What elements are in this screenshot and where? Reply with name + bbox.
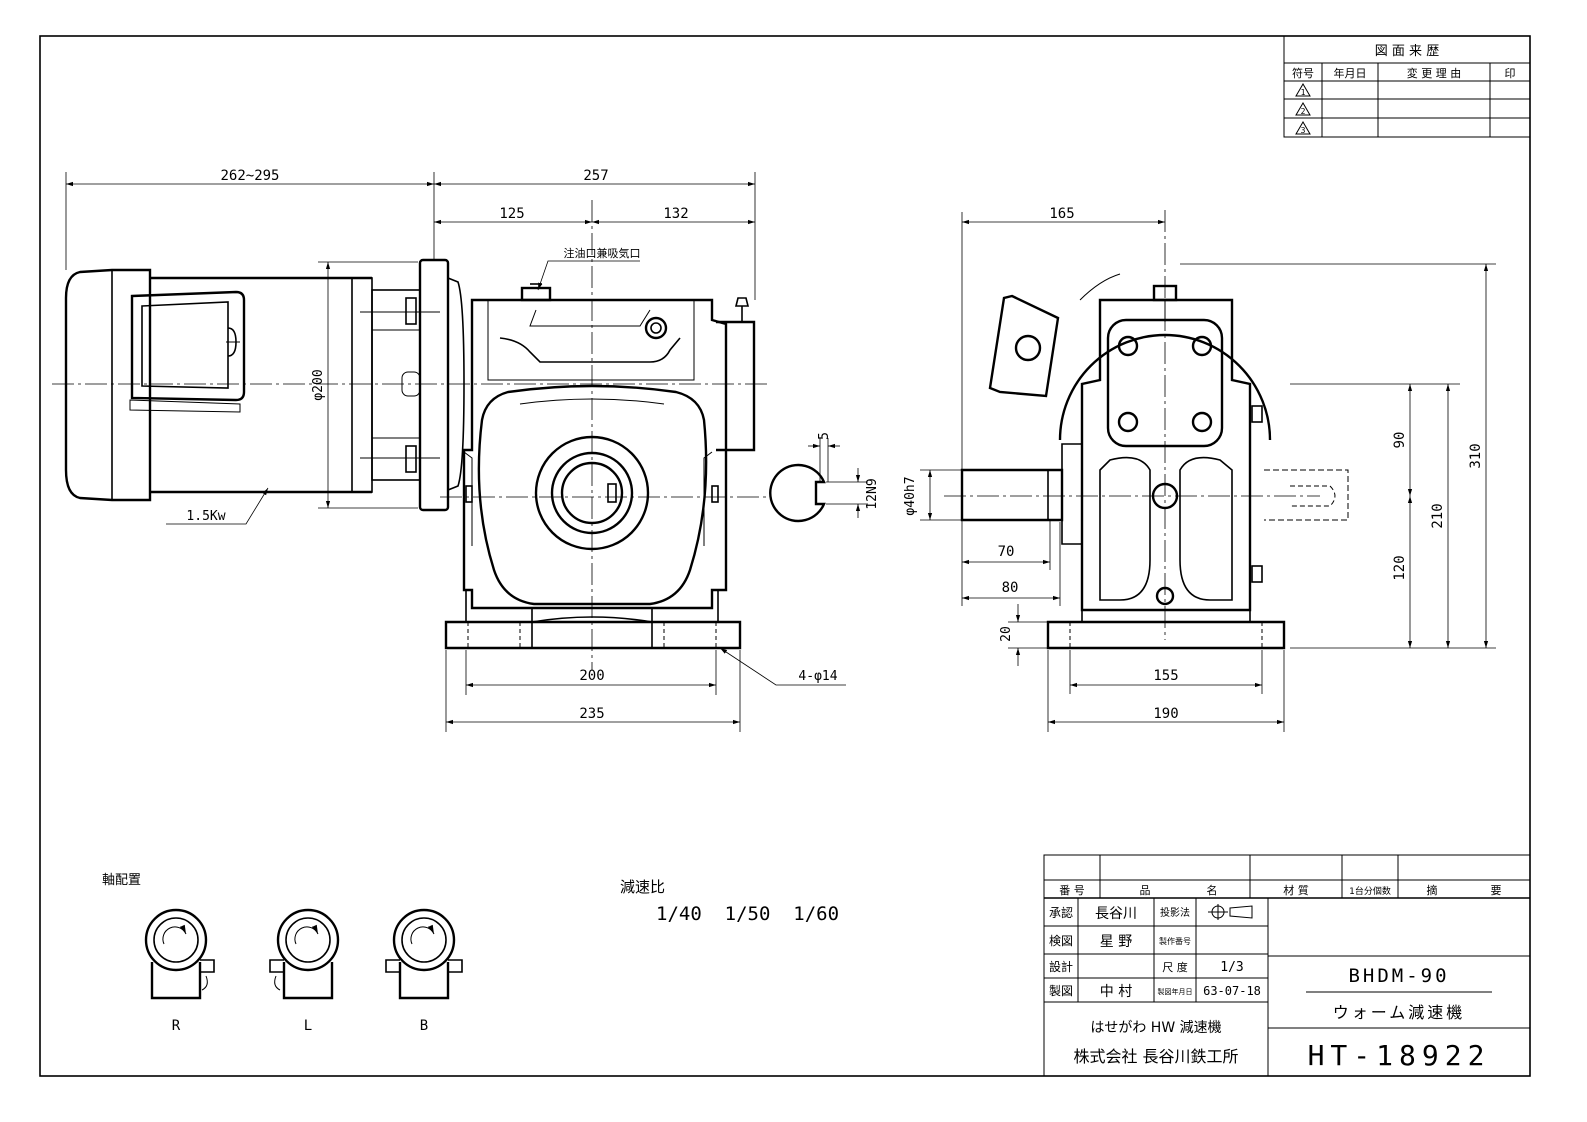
- motor: [64, 258, 465, 512]
- revision-mark: 2: [1295, 102, 1311, 116]
- dim-210: 210: [1430, 503, 1446, 528]
- side-view: 165 φ40h7 70 80 20 155 190 90 120 210 31…: [903, 206, 1496, 732]
- dim-keyway-width: 5: [817, 432, 832, 440]
- title-header: 品: [1140, 884, 1151, 897]
- dim-foot-outer: 235: [579, 706, 604, 722]
- title-header: 名: [1207, 883, 1218, 897]
- date-value: 63-07-18: [1203, 984, 1261, 998]
- title-header: 1台分個数: [1349, 885, 1391, 897]
- brand-name: はせがわ HW 減速機: [1090, 1019, 1221, 1036]
- dim-shaft-70: 70: [998, 544, 1015, 560]
- revision-header: 印: [1505, 67, 1516, 80]
- revision-mark: 1: [1295, 83, 1311, 97]
- shaft-arrangement-title: 軸配置: [102, 873, 141, 888]
- dim-overall-length: 257: [583, 168, 608, 184]
- reduction-title: 減速比: [620, 878, 665, 896]
- drawing-frame: [39, 35, 1531, 1077]
- arrangement-b: [385, 908, 463, 1000]
- date-label: 製図年月日: [1158, 987, 1193, 996]
- revision-header: 符号: [1292, 67, 1314, 80]
- shaft-arrangement: 軸配置 R L B: [102, 873, 463, 1034]
- reduction-ratio: 減速比 1/40 1/50 1/60: [620, 878, 839, 925]
- dim-shaft-80: 80: [1002, 580, 1019, 596]
- dim-shaft-diameter: φ40h7: [903, 476, 918, 515]
- revision-header: 変 更 理 由: [1407, 66, 1462, 80]
- title-header: 要: [1491, 884, 1502, 897]
- revision-mark: 3: [1295, 121, 1311, 135]
- serial-label: 製作番号: [1159, 936, 1191, 946]
- arrangement-label: L: [304, 1018, 312, 1034]
- svg-text:3: 3: [1301, 126, 1306, 135]
- gearbox: [444, 283, 756, 650]
- projection-label: 投影法: [1160, 906, 1190, 919]
- oil-port-label: 注油口兼吸気口: [564, 246, 641, 260]
- product-name: ウォーム減速機: [1333, 1003, 1466, 1022]
- revision-title: 図 面 来 歴: [1375, 44, 1439, 59]
- dim-motor-length: 262~295: [220, 168, 279, 184]
- motor-power-label: 1.5Kw: [186, 509, 225, 524]
- drawing-number: HT-18922: [1308, 1039, 1491, 1072]
- dim-holes: 4-φ14: [798, 669, 837, 684]
- keyway-detail: 5 12N9: [769, 432, 880, 523]
- dim-base-height: 20: [999, 626, 1014, 642]
- approved-name: 長谷川: [1095, 906, 1137, 922]
- arrangement-l: [269, 908, 340, 1000]
- checked-name: 星 野: [1100, 934, 1132, 950]
- arrangement-label: R: [172, 1018, 181, 1034]
- design-label: 設計: [1049, 959, 1073, 974]
- dim-120: 120: [1392, 555, 1408, 580]
- dim-side-width: 165: [1049, 206, 1074, 222]
- checked-label: 検図: [1049, 934, 1073, 948]
- dim-310: 310: [1468, 443, 1484, 468]
- title-header: 番 号: [1059, 884, 1085, 897]
- svg-text:1: 1: [1301, 88, 1306, 97]
- dim-keyway-tol: 12N9: [865, 478, 880, 509]
- model-name: BHDM-90: [1348, 965, 1449, 987]
- revision-header: 年月日: [1334, 66, 1367, 80]
- front-dimensions: [65, 172, 846, 732]
- svg-text:2: 2: [1301, 107, 1306, 116]
- arrangement-label: B: [420, 1018, 428, 1034]
- projection-symbol-icon: [1208, 904, 1253, 920]
- dim-base-outer: 190: [1153, 706, 1178, 722]
- company-name: 株式会社 長谷川鉄工所: [1073, 1047, 1238, 1066]
- scale-label: 尺 度: [1162, 960, 1188, 974]
- drawn-label: 製図: [1049, 984, 1073, 998]
- dim-motor-diameter: φ200: [311, 369, 326, 400]
- revision-table: 図 面 来 歴 符号 年月日 変 更 理 由 印 1 2 3: [1283, 35, 1531, 138]
- dim-left-half: 125: [499, 206, 524, 222]
- reduction-values: 1/40 1/50 1/60: [656, 903, 839, 925]
- dim-base-inner: 155: [1153, 668, 1178, 684]
- title-header: 摘: [1427, 883, 1438, 897]
- dim-90: 90: [1392, 432, 1408, 449]
- approved-label: 承認: [1049, 905, 1073, 920]
- arrangement-r: [144, 908, 215, 1000]
- scale-value: 1/3: [1220, 960, 1243, 975]
- dim-right-half: 132: [663, 206, 688, 222]
- title-header: 材 質: [1283, 883, 1309, 897]
- dim-foot-inner: 200: [579, 668, 604, 684]
- drawn-name: 中 村: [1100, 984, 1132, 1000]
- front-view: 262~295 257 125 132 φ200 1.5Kw 注油口兼吸気口 2…: [52, 168, 846, 732]
- title-block: 番 号 品 名 材 質 1台分個数 摘 要 承認 長谷川 投影法 検図 星 野 …: [1043, 854, 1531, 1077]
